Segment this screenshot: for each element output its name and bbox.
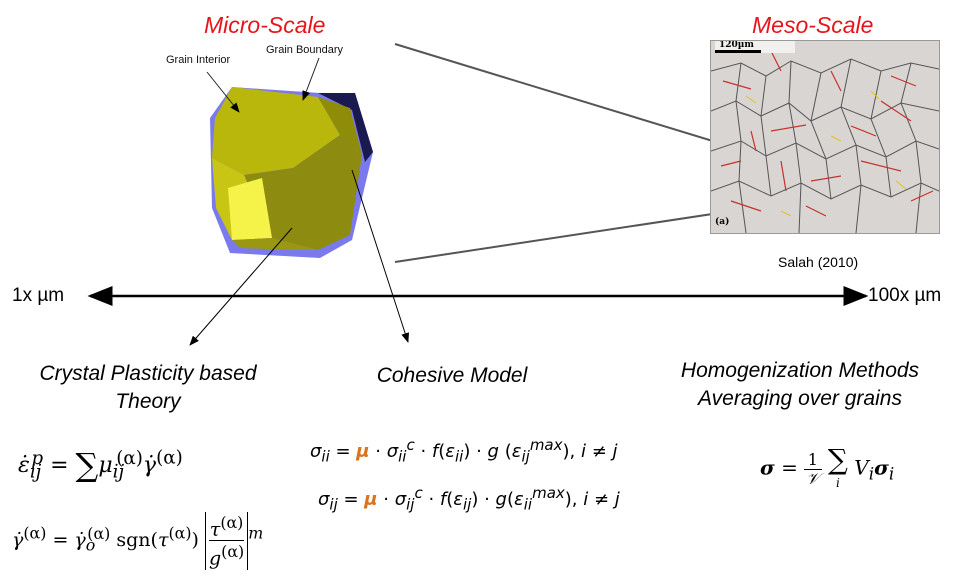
grain-crystal	[210, 87, 373, 258]
equation-strain-rate: ε̇ijp = ∑μij(α)γ̇(α)	[18, 446, 183, 484]
crystal-plasticity-heading: Crystal Plasticity based Theory	[39, 362, 257, 413]
zoom-line-bottom	[394, 207, 753, 263]
grain-interior-label: Grain Interior	[166, 54, 231, 66]
grain-boundary-pointer	[302, 57, 320, 101]
arrow-to-cohesive-model	[351, 169, 410, 343]
meso-scale-title: Meso-Scale	[752, 12, 874, 38]
equation-cohesive-shear: σij = μ · σijc · f(εij) · g(εiimax), i ≠…	[318, 484, 620, 514]
micro-scale-title: Micro-Scale	[204, 12, 326, 38]
micrograph-texture	[711, 41, 939, 233]
meso-scale-bar-label: 120µm	[719, 40, 754, 50]
homogenization-line-2: Averaging over grains	[698, 387, 902, 410]
homogenization-heading: Homogenization Methods Averaging over gr…	[650, 357, 950, 413]
axis-right-label: 100x µm	[868, 285, 942, 306]
meso-credit: Salah (2010)	[778, 254, 859, 270]
homogenization-line-1: Homogenization Methods	[680, 359, 920, 382]
equation-cohesive-normal: σii = μ · σiic · f(εii) · g (εijmax), i …	[310, 436, 618, 466]
equation-homogenization: σ = 1 𝒱 ∑ i Viσi	[760, 443, 895, 491]
axis-left-label: 1x µm	[12, 285, 65, 306]
grain-boundary-label: Grain Boundary	[266, 44, 344, 56]
meso-panel-tag: (a)	[715, 217, 730, 227]
equation-shear-rate: γ̇(α) = γ̇o(α) sgn(τ(α)) τ(α) g(α) m	[12, 512, 264, 570]
meso-micrograph: 120µm (a)	[710, 40, 940, 234]
zoom-line-top	[394, 43, 753, 154]
cohesive-model-heading: Cohesive Model	[376, 364, 528, 387]
grain-interior-pointer	[206, 71, 240, 113]
